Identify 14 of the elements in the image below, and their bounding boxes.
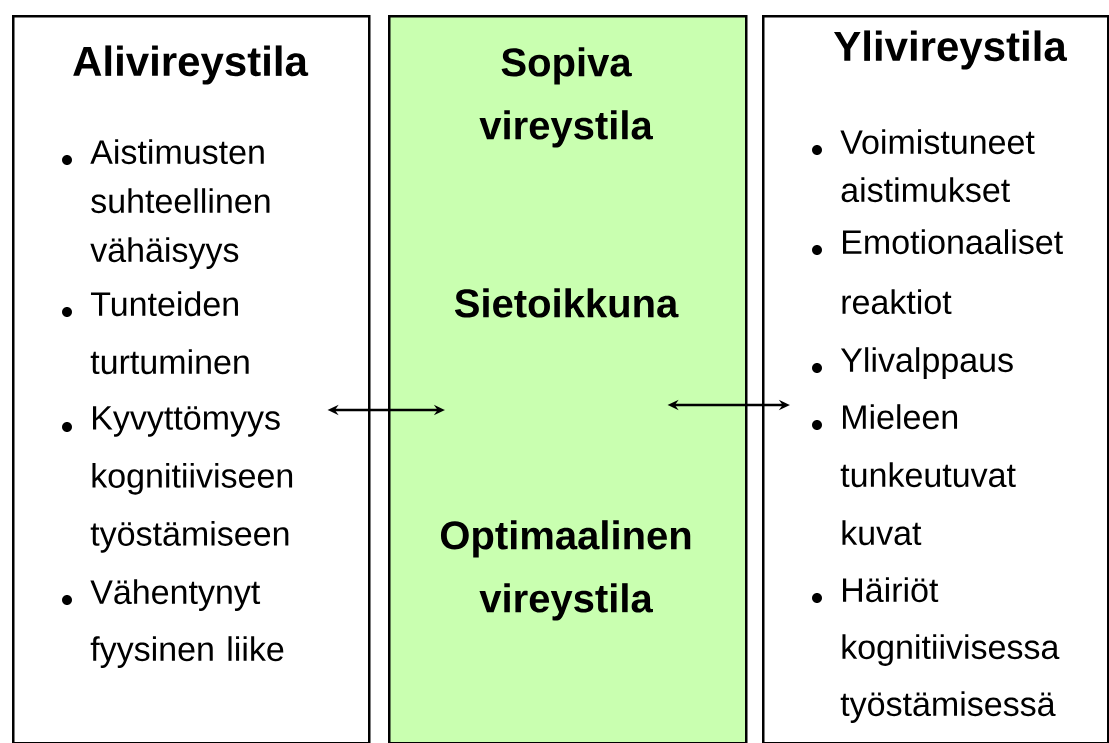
bullet-item: Tunteiden turtuminen bbox=[62, 291, 249, 375]
bullet-item: Häiriöt kognitiivisessa työstämisessä bbox=[812, 577, 1060, 723]
bullet-item: Vähentynyt fyysinen liike bbox=[62, 579, 284, 668]
title-text: Sopiva vireystila bbox=[479, 47, 653, 148]
bullet-item: Mieleen tunkeutuvat kuvat bbox=[812, 404, 1016, 546]
bullet-item: Aistimusten suhteellinen vähäisyys bbox=[62, 139, 270, 269]
heading: Alivireystila bbox=[73, 45, 309, 85]
heading: Ylivireystila bbox=[834, 30, 1067, 70]
bullet-item: Ylivalppaus bbox=[812, 347, 1013, 379]
bullet-item: Voimistuneet aistimukset bbox=[812, 129, 1035, 203]
title-text: Sietoikkuna bbox=[454, 288, 679, 318]
bullet-item: Emotionaaliset reaktiot bbox=[812, 229, 1063, 315]
bullet-item: Kyvyttömyys kognitiiviseen työstämiseen bbox=[62, 406, 293, 553]
title-text: Optimaalinen vireystila bbox=[440, 520, 691, 621]
